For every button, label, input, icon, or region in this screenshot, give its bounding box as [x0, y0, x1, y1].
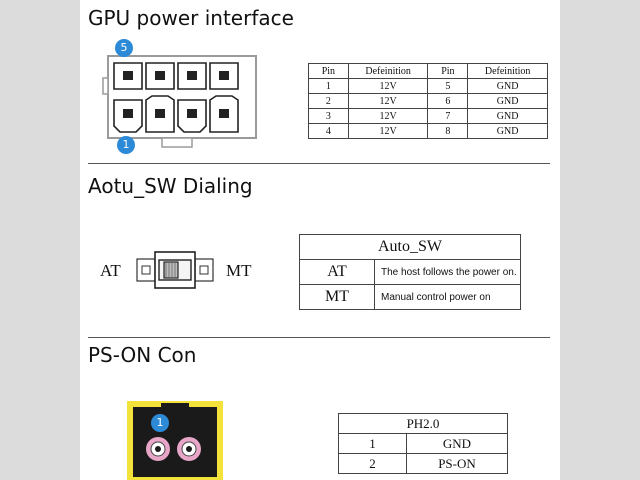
table-header-row: Auto_SW	[299, 234, 521, 260]
table-cell: PS-ON	[406, 453, 508, 474]
auto-sw-section-title: Aotu_SW Dialing	[88, 174, 253, 198]
table-cell: 2	[308, 93, 349, 109]
table-cell: 6	[427, 93, 469, 109]
table-header-row: PH2.0	[338, 413, 508, 434]
pin-1-badge: 1	[117, 136, 135, 154]
table-cell: 1	[338, 433, 407, 454]
gpu-section-title: GPU power interface	[88, 6, 294, 30]
table-cell: 1	[308, 78, 349, 94]
table-header-row: Pin Defeinition Pin Defeinition	[308, 63, 548, 79]
table-cell: The host follows the power on.	[374, 259, 521, 285]
table-row: 3 12V 7 GND	[308, 108, 548, 124]
column-header: Defeinition	[347, 63, 429, 79]
table-cell: GND	[467, 93, 548, 109]
table-cell: MT	[299, 284, 375, 310]
table-cell: Manual control power on	[374, 284, 521, 310]
pin-5-badge: 5	[115, 39, 133, 57]
table-cell: AT	[299, 259, 375, 285]
ps-on-table: PH2.0 1 GND 2 PS-ON	[338, 413, 508, 474]
table-cell: 3	[308, 108, 349, 124]
spec-page: GPU power interface	[80, 0, 560, 480]
switch-at-label: AT	[100, 261, 121, 280]
table-header: Auto_SW	[299, 234, 521, 260]
table-cell: 12V	[347, 108, 429, 124]
table-row: 2 12V 6 GND	[308, 93, 548, 109]
switch-mt-label: MT	[226, 261, 252, 280]
table-row: AT The host follows the power on.	[299, 259, 521, 285]
table-cell: GND	[406, 433, 508, 454]
table-row: 1 12V 5 GND	[308, 78, 548, 94]
table-header: PH2.0	[338, 413, 508, 434]
table-cell: 8	[427, 123, 469, 139]
column-header: Pin	[427, 63, 469, 79]
section-divider	[88, 163, 550, 164]
ps-on-section-title: PS-ON Con	[88, 343, 197, 367]
table-cell: 12V	[347, 78, 429, 94]
table-row: 2 PS-ON	[338, 453, 508, 474]
ps-on-pin-1-badge: 1	[151, 414, 169, 432]
ps-on-connector-drawing	[127, 401, 223, 480]
table-cell: 5	[427, 78, 469, 94]
table-cell: 7	[427, 108, 469, 124]
column-header: Pin	[308, 63, 349, 79]
table-row: 1 GND	[338, 433, 508, 454]
table-cell: GND	[467, 123, 548, 139]
table-cell: GND	[467, 78, 548, 94]
dip-switch-drawing	[136, 251, 214, 289]
auto-sw-table: Auto_SW AT The host follows the power on…	[299, 234, 521, 310]
dip-switch-diagram	[135, 250, 215, 290]
table-row: MT Manual control power on	[299, 284, 521, 310]
column-header: Defeinition	[467, 63, 548, 79]
ps-on-connector-diagram	[127, 401, 223, 480]
table-row: 4 12V 8 GND	[308, 123, 548, 139]
table-cell: 2	[338, 453, 407, 474]
gpu-connector-diagram	[94, 38, 264, 156]
gpu-connector-drawing	[102, 55, 257, 148]
table-cell: 4	[308, 123, 349, 139]
table-cell: 12V	[347, 93, 429, 109]
table-cell: 12V	[347, 123, 429, 139]
gpu-pin-table: Pin Defeinition Pin Defeinition 1 12V 5 …	[308, 63, 548, 139]
section-divider	[88, 337, 550, 338]
table-cell: GND	[467, 108, 548, 124]
